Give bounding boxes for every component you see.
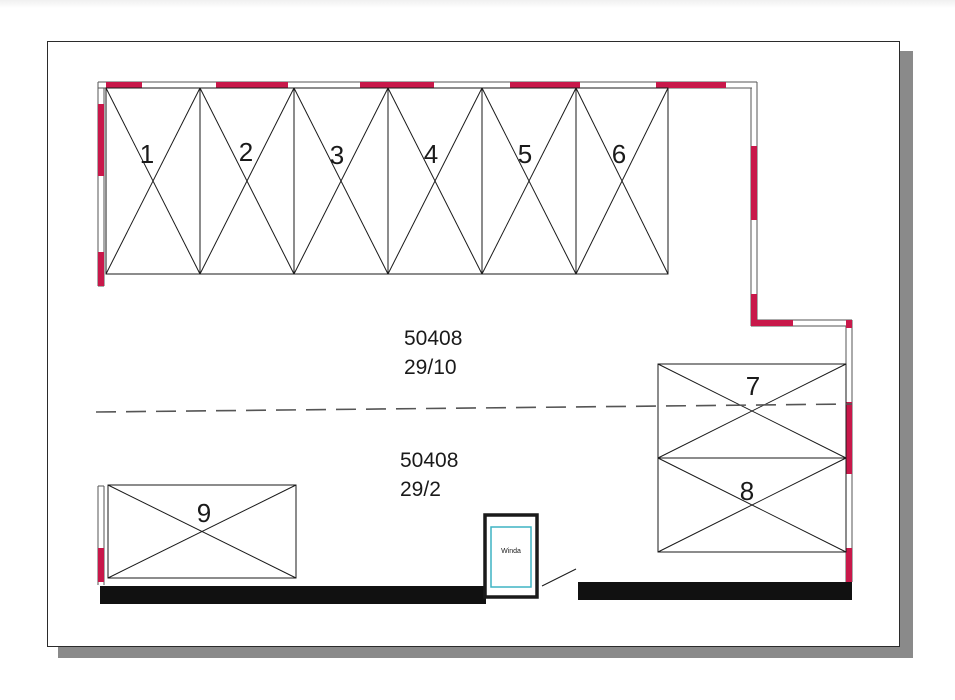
bottom-wall-right: [578, 582, 852, 600]
window: [751, 146, 757, 220]
unit-1: [105, 87, 201, 275]
parcel-north-label: 50408 29/10: [404, 327, 462, 379]
unit-6: [575, 87, 669, 275]
lift-label: Winda: [501, 548, 521, 555]
unit-label: 4: [424, 139, 438, 169]
window: [510, 82, 580, 88]
parcel-boundary-line: [95, 403, 853, 413]
window: [216, 82, 288, 88]
unit-label: 3: [330, 140, 344, 170]
unit-label: 7: [746, 371, 760, 401]
unit-3: [293, 87, 389, 275]
bottom-wall-left: [100, 586, 486, 604]
window: [360, 82, 434, 88]
parcel-number: 50408: [400, 449, 458, 472]
top-edge: [0, 0, 955, 8]
units-row: [105, 87, 669, 275]
unit-label: 1: [140, 139, 154, 169]
unit-2: [199, 87, 295, 275]
windows: [98, 82, 852, 582]
unit-9: [107, 484, 297, 579]
bottom-walls: [100, 582, 852, 604]
lift-door: [490, 526, 532, 588]
parcel-sub: 29/2: [400, 478, 441, 501]
window: [846, 402, 852, 474]
unit-8: [657, 457, 847, 553]
unit-label: 5: [518, 139, 532, 169]
drawing-sheet: [47, 41, 900, 647]
parcel-number: 50408: [404, 327, 462, 350]
window: [98, 252, 104, 286]
window: [98, 104, 104, 176]
units-right: [657, 363, 847, 553]
window: [846, 548, 852, 582]
lift: Winda: [483, 513, 539, 599]
parcel-south-label: 50408 29/2: [400, 449, 458, 501]
window: [751, 294, 757, 326]
window: [98, 548, 104, 582]
unit-label: 9: [197, 498, 211, 528]
unit-label: 8: [740, 476, 754, 506]
entrance-door: [541, 568, 577, 587]
window: [106, 82, 142, 88]
parcel-sub: 29/10: [404, 356, 457, 379]
unit-label: 6: [612, 139, 626, 169]
window: [846, 320, 852, 328]
unit-label: 2: [239, 137, 253, 167]
unit-labels: 1 2 3 4 5 6 7 8 9: [140, 137, 760, 528]
unit-5: [481, 87, 577, 275]
window: [757, 320, 793, 326]
unit-4: [387, 87, 483, 275]
window: [656, 82, 726, 88]
